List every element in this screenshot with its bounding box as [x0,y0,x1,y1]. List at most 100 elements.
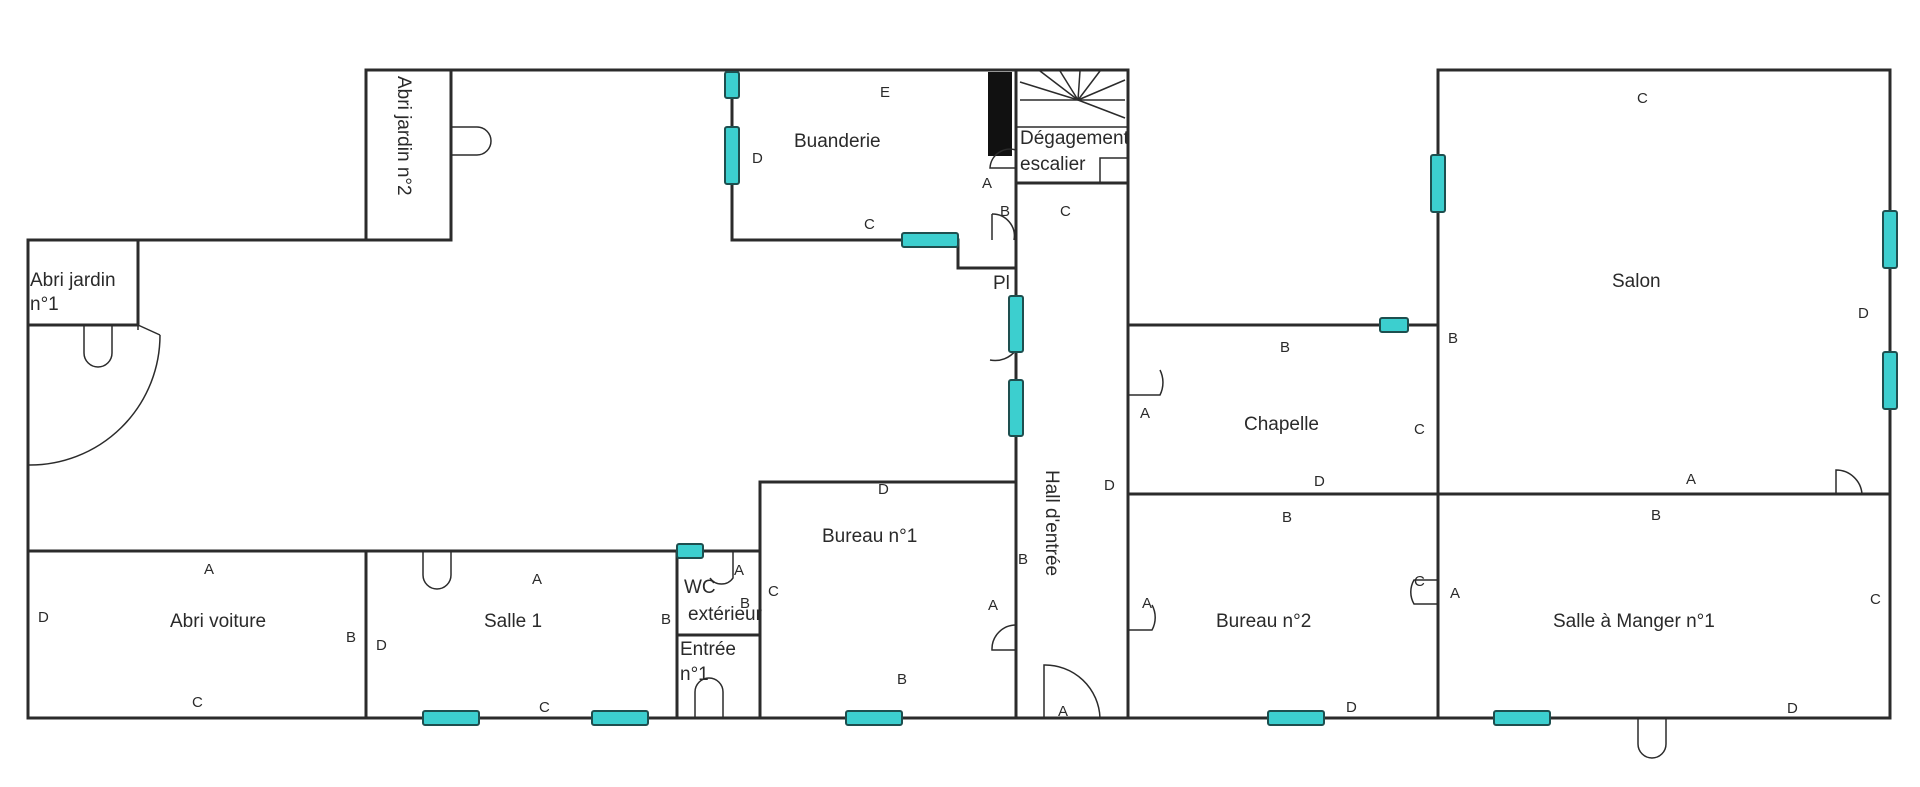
wall-label: D [1104,477,1115,494]
svg-text:n°1: n°1 [30,294,59,315]
wall-label: A [532,571,542,588]
room-abri-voiture: Abri voiture [170,611,266,632]
wall-label: B [1280,339,1290,356]
wall-buanderie [730,68,1018,270]
wall-label: A [1140,405,1150,422]
wall-label: C [192,694,203,711]
wall-label: C [864,216,875,233]
door-salle-manger [1410,579,1438,605]
room-hall: Hall d'entrée [1041,470,1062,576]
wall-label: A [734,562,744,579]
door-buanderie [989,148,1017,169]
door-bureau1 [991,624,1017,651]
room-abri-jardin-2: Abri jardin n°2 [393,76,414,196]
stairs [988,69,1129,156]
door-salle1 [422,551,452,590]
room-chapelle: Chapelle [1244,414,1319,435]
room-buanderie: Buanderie [794,131,881,152]
wall-label: B [897,671,907,688]
wall-label: C [1414,421,1425,438]
wall-label: D [1346,699,1357,716]
room-bureau1: Bureau n°1 [822,526,917,547]
wall-label: A [1142,595,1152,612]
svg-text:Abri jardin: Abri jardin [30,270,116,291]
wall-label: D [878,481,889,498]
wall-label: B [1018,551,1028,568]
window [724,71,740,99]
window [1493,710,1551,726]
wall-label: C [1414,573,1425,590]
window [1882,210,1898,269]
door-salle-manger-outside [1637,718,1667,759]
wall-abri-jardin-1 [26,238,140,720]
wall-label: C [1637,90,1648,107]
wall-label: D [1787,700,1798,717]
windows [422,71,1898,726]
room-salle-manger: Salle à Manger n°1 [1553,611,1715,632]
wall-label: A [1450,585,1460,602]
chimney-block [988,72,1012,156]
room-wc-line2: extérieur [688,604,763,625]
wall-label: B [661,611,671,628]
door-main-hall [27,334,161,466]
window [1267,710,1325,726]
door-abri-jardin-1 [83,325,113,368]
wall-north [136,68,1130,242]
wall-label: C [1060,203,1071,220]
window [845,710,903,726]
room-degagement-line2: escalier [1020,154,1086,175]
wall-label: C [539,699,550,716]
wall-label: E [880,84,890,101]
staircase [1015,69,1129,128]
window [901,232,959,248]
window [422,710,480,726]
room-pl: Pl [993,273,1010,294]
wall-label: B [346,629,356,646]
door-salon [1835,469,1863,495]
room-salon: Salon [1612,271,1661,292]
room-bureau2: Bureau n°2 [1216,611,1311,632]
room-abri-jardin-1: Abri jardin [30,270,116,291]
door-pl [991,213,1016,241]
door-bureau2 [1128,604,1156,631]
window [1379,317,1409,333]
window [676,543,704,559]
wall-salon [1126,68,1892,720]
door-entrance [1043,664,1101,719]
room-labels: Abri jardin n°1 Abri jardin n°2 Buanderi… [30,76,1715,685]
window [1882,351,1898,410]
wall-label: D [38,609,49,626]
room-entree-line2: n°1 [680,664,709,685]
wall-label: D [752,150,763,167]
window [1008,379,1024,437]
wall-label: B [1000,203,1010,220]
wall-label: D [376,637,387,654]
wall-label: C [768,583,779,600]
window [724,126,740,185]
door-wc [709,551,734,585]
wall-label: A [204,561,214,578]
room-entree: Entrée [680,639,736,660]
window [1008,295,1024,353]
wall-label: A [1058,703,1068,720]
doors [27,126,1863,759]
wall-label: A [982,175,992,192]
door-chapelle [1128,369,1164,396]
wall-label: B [740,595,750,612]
window [1430,154,1446,213]
wall-label: C [1870,591,1881,608]
door-degagement [1099,157,1128,183]
door-entree-1 [694,677,724,718]
wall-label: A [1686,471,1696,488]
wall-label: D [1858,305,1869,322]
room-salle1: Salle 1 [484,611,542,632]
wall-label: B [1651,507,1661,524]
window [591,710,649,726]
room-degagement: Dégagement [1020,128,1130,149]
wall-label: B [1448,330,1458,347]
room-abri-jardin-1-line2: n°1 [30,294,59,315]
wall-letters: E D C A B C C B D A B A C D D D C A B B … [38,84,1881,720]
door-abri-jardin-2 [451,126,492,156]
wall-label: B [1282,509,1292,526]
